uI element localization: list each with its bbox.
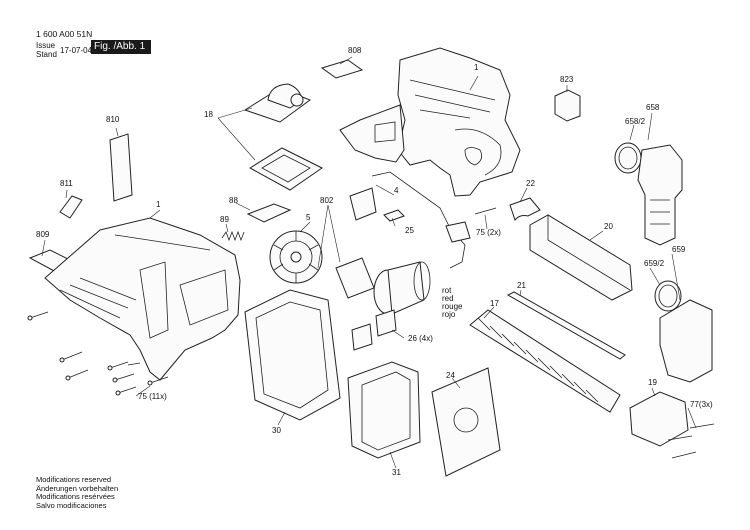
pad-26a bbox=[351, 323, 373, 351]
callout-811: 811 bbox=[60, 179, 73, 188]
callout-5: 5 bbox=[306, 213, 311, 222]
document-number: 1 600 A00 51N bbox=[36, 29, 93, 39]
callout-21: 21 bbox=[517, 281, 526, 290]
housing-top-part bbox=[339, 47, 521, 197]
issue-label: Issue bbox=[36, 41, 56, 50]
callout-810: 810 bbox=[106, 115, 120, 124]
callout-808: 808 bbox=[348, 46, 362, 55]
label-811-sticker bbox=[59, 195, 83, 219]
footer-note-de: Änderungen vorbehalten bbox=[36, 483, 119, 493]
hose-17-part bbox=[469, 309, 621, 413]
clip-823-part bbox=[554, 89, 581, 122]
callout-89: 89 bbox=[220, 215, 229, 224]
callout-26-4x: 26 (4x) bbox=[408, 334, 433, 343]
rod-21-part bbox=[506, 291, 626, 360]
part-25 bbox=[383, 209, 405, 222]
callout-17: 17 bbox=[490, 299, 499, 308]
callout-22: 22 bbox=[526, 179, 535, 188]
callout-75-2x: 75 (2x) bbox=[476, 228, 501, 237]
callout-1-top: 1 bbox=[474, 63, 479, 72]
channel-20-part bbox=[529, 214, 633, 301]
pcb-802-part bbox=[335, 257, 375, 299]
panel-24-part bbox=[431, 367, 501, 477]
container-30-part bbox=[244, 289, 341, 421]
wire-color-red: red bbox=[442, 294, 454, 303]
filter-mount-part bbox=[243, 83, 323, 191]
filter-31-part bbox=[347, 361, 421, 459]
pad-26b bbox=[375, 309, 397, 337]
footer-note-en: Modifications reserved bbox=[36, 475, 112, 484]
wire-color-rot: rot bbox=[442, 286, 452, 295]
label-808-sticker bbox=[320, 59, 364, 79]
callout-24: 24 bbox=[446, 371, 455, 380]
callout-659: 659 bbox=[672, 245, 686, 254]
callout-4: 4 bbox=[394, 186, 399, 195]
callout-659-2: 659/2 bbox=[644, 259, 665, 268]
wire-color-rouge: rouge bbox=[442, 302, 463, 311]
label-810-sticker bbox=[109, 133, 133, 202]
stand-label: Stand bbox=[36, 50, 57, 59]
callout-75-11x: 75 (11x) bbox=[138, 392, 167, 401]
wire-color-rojo: rojo bbox=[442, 310, 456, 319]
motor-part bbox=[373, 261, 431, 315]
adapter-19-part bbox=[629, 391, 689, 447]
issue-date: 17-07-04 bbox=[60, 46, 93, 55]
housing-left-part bbox=[44, 217, 241, 381]
footer-note-fr: Modifications resérvées bbox=[36, 492, 115, 502]
callout-658-2: 658/2 bbox=[625, 117, 646, 126]
callout-31: 31 bbox=[392, 468, 401, 477]
wiring-harness-part bbox=[349, 171, 471, 269]
callout-88: 88 bbox=[229, 196, 238, 205]
screws-75-left bbox=[27, 311, 169, 396]
fan-wheel-part bbox=[269, 230, 323, 284]
callout-77-3x: 77(3x) bbox=[690, 400, 713, 409]
callout-823: 823 bbox=[560, 75, 574, 84]
nozzle-659-part bbox=[654, 280, 713, 383]
footer-note-es: Salvo modificaciones bbox=[36, 500, 107, 510]
callout-802: 802 bbox=[320, 196, 334, 205]
callout-1-left: 1 bbox=[156, 200, 161, 209]
callout-25: 25 bbox=[405, 226, 414, 235]
figure-label: Fig. /Abb. 1 bbox=[91, 40, 151, 54]
leader-lines bbox=[41, 56, 697, 469]
callout-809: 809 bbox=[36, 230, 50, 239]
spring-89-part bbox=[221, 230, 245, 242]
callout-658: 658 bbox=[646, 103, 660, 112]
clip-22-part bbox=[509, 197, 541, 222]
callout-19: 19 bbox=[648, 378, 657, 387]
callout-18: 18 bbox=[204, 110, 213, 119]
nozzle-658-part bbox=[614, 142, 683, 246]
screw-75-right bbox=[474, 207, 497, 215]
callout-30: 30 bbox=[272, 426, 281, 435]
callout-20: 20 bbox=[604, 222, 613, 231]
latch-88-part bbox=[246, 203, 292, 223]
footer-notes: Modifications reserved Änderungen vorbeh… bbox=[36, 475, 119, 510]
screws-77 bbox=[667, 423, 715, 459]
